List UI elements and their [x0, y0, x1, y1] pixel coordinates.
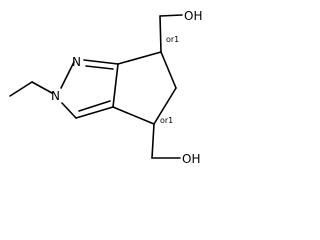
bond-c6-c5 [160, 51, 177, 89]
bond-c6a-c6 [117, 51, 162, 65]
bond-c4-c3a [112, 106, 155, 125]
stereo-label-top: or1 [166, 35, 179, 44]
bond-c5-c4 [153, 87, 177, 125]
bond-c4-ch2 [151, 123, 155, 159]
atom-oh-top-label: OH [184, 9, 202, 23]
bond-c6-ch2 [159, 15, 162, 53]
stereo-label-bottom: or1 [160, 116, 173, 125]
bond-c3a-c3 [75, 106, 114, 119]
bond-ethyl-ch3 [9, 81, 33, 97]
bond-n1-c6a-double [85, 65, 114, 70]
bond-ch2-o-top [159, 14, 183, 17]
molecule-diagram: N N OH OH or1 or1 [9, 9, 202, 166]
bond-ethyl-ch2 [31, 81, 53, 94]
bond-c3a-c3-double [78, 100, 111, 112]
bond-c3-n2 [61, 102, 77, 119]
bond-c6a-c3a [112, 63, 119, 108]
bond-n2-n1 [60, 61, 75, 89]
atom-n2-label: N [51, 89, 60, 103]
atom-n1-label: N [72, 55, 81, 69]
atom-oh-bottom-label: OH [182, 152, 200, 166]
bond-n1-c6a [83, 59, 119, 65]
